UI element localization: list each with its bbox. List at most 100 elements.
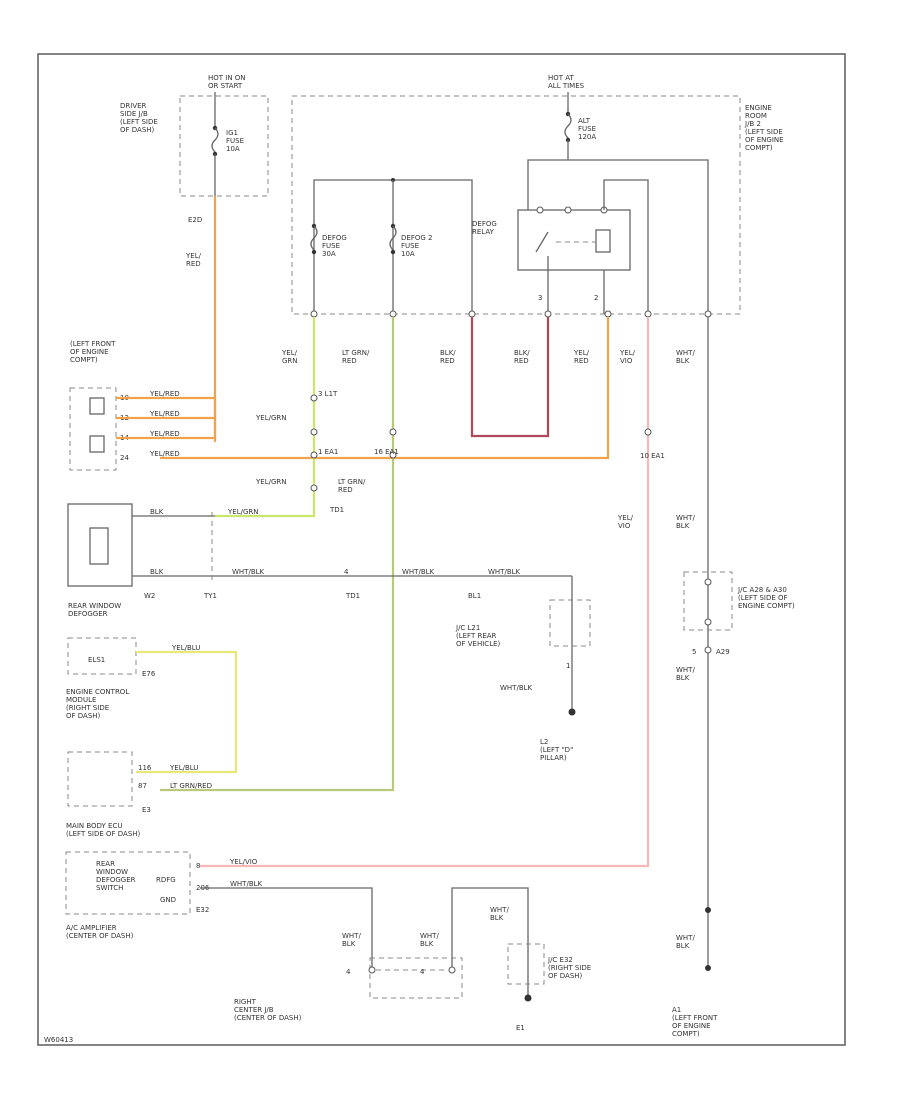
wire-label-wht-blk-1: WHT/BLK: [676, 349, 695, 365]
e2d-pin-label: E2D: [188, 216, 202, 224]
pin-label-whtblk-2: WHT/BLK: [402, 568, 435, 576]
ecm-pin-87: 87: [138, 782, 147, 790]
wire-label-wht-blk-4: WHT/BLK: [676, 934, 695, 950]
center-jb-box: [369, 957, 463, 999]
pin-label-whtblk-ecu: WHT/BLK: [230, 880, 263, 888]
jc-l21-box: [549, 599, 591, 647]
body-ecu-rdfg: RDFG: [156, 876, 176, 884]
wire-label-yel-vio-2: YEL/VIO: [617, 514, 634, 530]
pin-label-yelgrn: YEL/GRN: [227, 508, 258, 516]
pin-label-yelblu-1: YEL/BLU: [171, 644, 200, 652]
conn-e76: E76: [142, 670, 156, 678]
driver-jb-box: [179, 95, 269, 197]
diagram-frame: [37, 53, 846, 1046]
body-ecu-pin-8: 8: [196, 862, 200, 870]
jc-a28-box: [683, 571, 733, 631]
wire-yel-grn: [215, 317, 316, 518]
defogger-pin: W2: [144, 592, 155, 600]
wire-label-whtblk-cj1: WHT/BLK: [342, 932, 361, 948]
pin-label-yelred-2: YEL/RED: [149, 410, 180, 418]
engine-jb2-box: [291, 95, 741, 315]
pin-24: 24: [120, 454, 129, 462]
conn-a29: A29: [716, 648, 730, 656]
conn-td1-pin: 4: [344, 568, 349, 576]
ground-l2: L2(LEFT "D"PILLAR): [540, 738, 573, 762]
wire-label-blk-red-2: BLK/RED: [514, 349, 530, 365]
body-ecu-gnd: GND: [160, 896, 176, 904]
conn-td1: TD1: [329, 506, 344, 514]
pin-label-yelred-4: YEL/RED: [149, 450, 180, 458]
wire-yel-red-relay: [160, 317, 610, 460]
conn-td1-b: TD1: [345, 592, 360, 600]
center-jb-pin-2: 4: [420, 968, 425, 976]
rear-defogger-box: [67, 503, 133, 587]
pin-label-blk-2: BLK: [150, 568, 164, 576]
els1-box: [67, 637, 137, 675]
wire-label-blk-red-1: BLK/RED: [440, 349, 456, 365]
relay-pin-3: 3: [538, 294, 542, 302]
pin-label-yelred-3: YEL/RED: [149, 430, 180, 438]
wire-label-whtblk-cj3: WHT/BLK: [490, 906, 509, 922]
jc-l21-pin: 1: [566, 662, 570, 670]
wire-lt-grn-red: [160, 317, 395, 792]
pin-label-yelred-1: YEL/RED: [149, 390, 180, 398]
conn-e32: E32: [196, 906, 209, 914]
relay-pin-2: 2: [594, 294, 598, 302]
wire-label-yel-grn: YEL/GRN: [281, 349, 298, 365]
wire-label-wht-blk-3: WHT/BLK: [676, 666, 695, 682]
wire-label-yel-red-1: YEL/RED: [185, 252, 202, 268]
jc-e32-box: [507, 943, 545, 985]
wire-yel-vio: [200, 317, 650, 868]
inline-yel-grn-1: YEL/GRN: [255, 414, 286, 422]
conn-ea1-1: 1 EA1: [318, 448, 338, 456]
ecm-pin-116: 116: [138, 764, 152, 772]
footer-id: W60413: [44, 1036, 73, 1044]
conn-bl1: BL1: [468, 592, 481, 600]
inline-lt-grn-red: LT GRN/RED: [338, 478, 366, 494]
body-ecu-box: [65, 851, 191, 915]
pin-label-whtblk-3: WHT/BLK: [488, 568, 521, 576]
inline-yel-grn-2: YEL/GRN: [255, 478, 286, 486]
ecm-box: [67, 751, 133, 807]
pin-label-yelvio: YEL/VIO: [229, 858, 258, 866]
wire-blk-red-loop: [470, 317, 550, 438]
wire-yel-blu: [136, 650, 238, 774]
conn-ea1-10: 10 EA1: [640, 452, 665, 460]
pin-label-ltgrnred: LT GRN/RED: [170, 782, 212, 790]
conn-ea1-16: 16 EA1: [374, 448, 399, 456]
defog-relay-box: [517, 209, 631, 271]
conn-ty1: TY1: [203, 592, 217, 600]
body-ecu-label: MAIN BODY ECU(LEFT SIDE OF DASH): [66, 822, 141, 838]
wire-label-wht-blk-2: WHT/BLK: [676, 514, 695, 530]
conn-e3: E3: [142, 806, 151, 814]
conn-a29-pin: 5: [692, 648, 696, 656]
left-front-box: [69, 387, 117, 471]
wire-label-yel-red-2: YEL/RED: [573, 349, 590, 365]
conn-l1t: 3 L1T: [318, 390, 338, 398]
pin-label-yelblu-2: YEL/BLU: [169, 764, 198, 772]
wire-label-whtblk-l2: WHT/BLK: [500, 684, 533, 692]
center-jb-pin-1: 4: [346, 968, 351, 976]
wire-label-yel-vio-1: YEL/VIO: [619, 349, 636, 365]
pin-label-whtblk-1: WHT/BLK: [232, 568, 265, 576]
wire-label-lt-grn-red: LT GRN/RED: [342, 349, 370, 365]
pin-label-blk-1: BLK: [150, 508, 164, 516]
ac-amp-label: A/C AMPLIFIER(CENTER OF DASH): [66, 924, 134, 940]
wire-label-whtblk-cj2: WHT/BLK: [420, 932, 439, 948]
els1-label: ELS1: [88, 656, 105, 664]
